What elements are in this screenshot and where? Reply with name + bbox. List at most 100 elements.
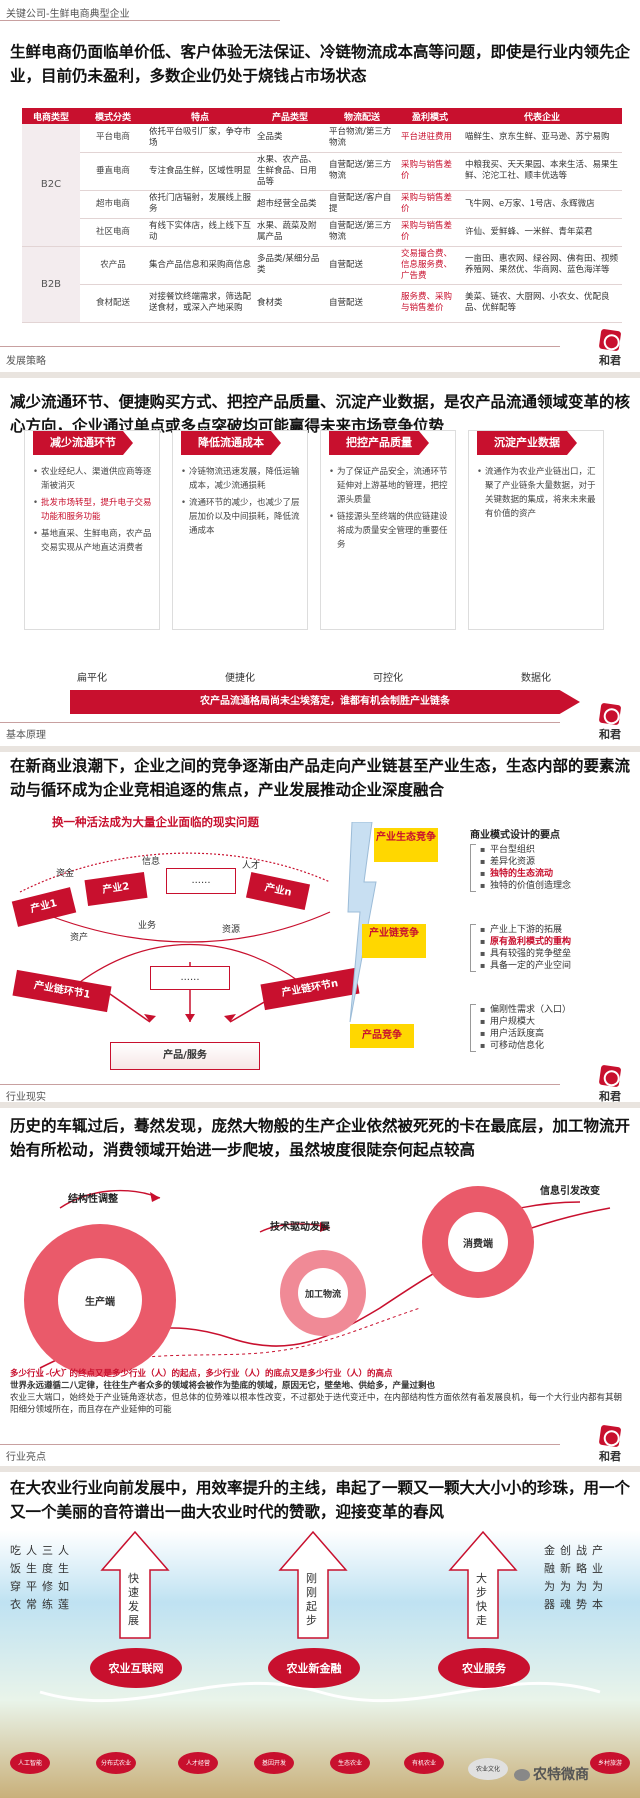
poem-line: 穿平修如 — [10, 1580, 74, 1593]
list-item: 链接源头至终端的供应链建设将成为质量安全管理的重要任务 — [329, 510, 449, 552]
up-arrow-icon — [100, 1530, 170, 1639]
table-cell: 采购与销售差价 — [398, 218, 462, 247]
table-cell: 自营配送/客户自提 — [326, 190, 398, 219]
strategy-title: 减少流通环节 — [33, 431, 133, 455]
slide-3: 在新商业浪潮下，企业之间的竞争逐渐由产品走向产业链甚至产业生态，生态内部的要素流… — [0, 752, 640, 1102]
list-item: 独特的生态流动 — [480, 868, 630, 880]
table-cell: 平台电商 — [80, 124, 146, 153]
table-cell: 自营配送 — [326, 284, 398, 323]
footer-rule — [0, 346, 560, 347]
poem-line: 衣常练莲 — [10, 1598, 74, 1611]
col-header: 物流配送 — [326, 108, 398, 124]
resource-label: 人才 — [242, 861, 261, 871]
stage-label: 结构性调整 — [68, 1194, 118, 1205]
col-header: 代表企业 — [462, 108, 622, 124]
bottom-bubble: 乡村旅游 — [590, 1752, 630, 1774]
list-item: 批发市场转型，提升电子交易功能和服务功能 — [33, 496, 153, 524]
table-cell: 集合产品信息和采购商信息 — [146, 246, 254, 285]
list-item: 用户规模大 — [480, 1016, 630, 1028]
bottom-bubble: 有机农业 — [404, 1752, 444, 1774]
table-row: 社区电商 有线下实体店，线上线下互动 水果、蔬菜及附属产品 自营配送/第三方物流… — [22, 218, 622, 247]
list-item: 原有盈利模式的重构 — [480, 936, 630, 948]
product-node: 产品/服务 — [110, 1042, 260, 1070]
poem-line: 吃人三人 — [10, 1544, 74, 1557]
ring-label: 生产端 — [58, 1258, 142, 1342]
table-cell: 农产品 — [80, 246, 146, 285]
stage-badge: 产业生态竞争 — [374, 828, 438, 862]
table-cell: 自营配送 — [326, 246, 398, 285]
col-header: 电商类型 — [22, 108, 80, 124]
list-item: 差异化资源 — [480, 856, 630, 868]
table-row: 垂直电商 专注食品生鲜，区域性明显 水果、农产品、生鲜食品、日用品等 自营配送/… — [22, 152, 622, 191]
pillar-oval: 农业服务 — [438, 1648, 530, 1688]
slide-1-headline: 生鲜电商仍面临单价低、客户体验无法保证、冷链物流成本高等问题，即使是行业内领先企… — [10, 43, 631, 85]
list-item: 用户活跃度高 — [480, 1028, 630, 1040]
design-points-product: 偏刚性需求（入口） 用户规模大 用户活跃度高 可移动信息化 — [480, 1004, 630, 1052]
table-cell: 采购与销售差价 — [398, 190, 462, 219]
footer-label: 行业亮点 — [6, 1452, 46, 1463]
slide-3-subtitle: 换一种活法成为大量企业面临的现实问题 — [52, 815, 259, 829]
list-item: 为了保证产品安全，流通环节延伸对上游基地的管理，把控源头质量 — [329, 465, 449, 507]
slide-divider — [0, 1102, 640, 1108]
table-cell: 平台进驻费用 — [398, 124, 462, 153]
stage-badge: 产品竞争 — [350, 1024, 414, 1048]
table-cell: 对接餐饮终端需求，筛选配送食材，或深入产地采购 — [146, 284, 254, 323]
strategy-box: 减少流通环节 农业经纪人、渠道供应商等逐渐被消灭 批发市场转型，提升电子交易功能… — [24, 430, 160, 630]
strategy-title: 降低流通成本 — [181, 431, 281, 455]
list-item: 独特的价值创造理念 — [480, 880, 630, 892]
logistics-ring: 加工物流 — [280, 1250, 366, 1336]
table-cell: 服务费、采购与销售差价 — [398, 284, 462, 323]
logo: 和君 — [588, 702, 632, 744]
poem-right: 金创战产 融新略业 为为为为 器魂势本 — [544, 1542, 608, 1614]
poem-left: 吃人三人 饭生度生 穿平修如 衣常练莲 — [10, 1542, 74, 1614]
list-item: 产业上下游的拓展 — [480, 924, 630, 936]
arrow-label: 大步快走 — [476, 1572, 487, 1627]
bottom-bubble: 人工智能 — [10, 1752, 50, 1774]
chain-node: ...... — [150, 966, 230, 990]
slide-divider — [0, 1466, 640, 1472]
category-cell: B2B — [22, 246, 80, 323]
table-header-row: 电商类型 模式分类 特点 产品类型 物流配送 盈利模式 代表企业 — [22, 108, 622, 124]
strategy-tag: 便捷化 — [180, 668, 300, 696]
wechat-icon — [514, 1769, 530, 1781]
industry-node: ...... — [166, 868, 236, 894]
table-cell: 全品类 — [254, 124, 326, 153]
bottom-bubble: 基因开发 — [254, 1752, 294, 1774]
strategy-box: 沉淀产业数据 流通作为农业产业链出口，汇聚了产业链条大量数据，对于关键数据的集成… — [468, 430, 604, 630]
col-header: 模式分类 — [80, 108, 146, 124]
bracket — [470, 924, 476, 972]
list-item: 具有较强的竞争壁垒 — [480, 948, 630, 960]
ecosystem-diagram — [19, 852, 331, 1023]
table-cell: 中粮我买、天天果园、本来生活、易果生鲜、沱沱工社、顺丰优选等 — [462, 152, 622, 191]
table-cell: 超市经营全品类 — [254, 190, 326, 219]
design-points-chain: 产业上下游的拓展 原有盈利模式的重构 具有较强的竞争壁垒 具备一定的产业空间 — [480, 924, 630, 972]
note: 农业三大端口，始终处于产业链角逐状态，但总体的位势难以根本性改变，不过都处于迭代… — [10, 1393, 623, 1415]
table-cell: 采购与销售差价 — [398, 152, 462, 191]
slide-4: 历史的车辄过后，蓦然发现，庞然大物般的生产企业依然被死死的卡在最底层，加工物流开… — [0, 1108, 640, 1466]
bottom-bubble: 人才经营 — [178, 1752, 218, 1774]
bottom-bubble: 分布式农业 — [96, 1752, 136, 1774]
design-title: 商业模式设计的要点 — [470, 830, 560, 841]
pillar-oval: 农业新金融 — [268, 1648, 360, 1688]
slide-4-notes: 多少行业（人）的终点又是多少行业（人）的起点，多少行业（人）的底点又是多少行业（… — [10, 1368, 630, 1416]
connector-curve — [39, 1681, 601, 1703]
strategy-box: 降低流通成本 冷链物流迅速发展，降低运输成本，减少流通损耗 流通环节的减少，也减… — [172, 430, 308, 630]
logo-text: 和君 — [599, 728, 621, 741]
note: 多少行业（人）的终点又是多少行业（人）的起点，多少行业（人）的底点又是多少行业（… — [10, 1369, 393, 1379]
table-cell: 专注食品生鲜，区域性明显 — [146, 152, 254, 191]
list-item: 平台型组织 — [480, 844, 630, 856]
slide-2: 减少流通环节、便捷购买方式、把控产品质量、沉淀产业数据，是农产品流通领域变革的核… — [0, 378, 640, 746]
table-cell: 有线下实体店，线上线下互动 — [146, 218, 254, 247]
consumer-ring: 消费端 — [422, 1186, 534, 1298]
logo-mark-icon — [598, 328, 622, 352]
resource-label: 业务 — [138, 921, 157, 931]
strategy-list: 冷链物流迅速发展，降低运输成本，减少流通损耗 流通环节的减少，也减少了层层加价以… — [181, 465, 301, 541]
strategy-box: 把控产品质量 为了保证产品安全，流通环节延伸对上游基地的管理，把控源头质量 链接… — [320, 430, 456, 630]
strategy-title: 把控产品质量 — [329, 431, 429, 455]
footer-label: 行业现实 — [6, 1092, 46, 1102]
slide-4-headline: 历史的车辄过后，蓦然发现，庞然大物般的生产企业依然被死死的卡在最底层，加工物流开… — [10, 1117, 631, 1159]
resource-label: 资产 — [70, 933, 89, 943]
list-item: 流通作为农业产业链出口，汇聚了产业链条大量数据，对于关键数据的集成，将来未来最有… — [477, 465, 597, 521]
stage-label: 技术驱动发展 — [270, 1222, 330, 1233]
resource-label: 信息 — [142, 857, 161, 867]
